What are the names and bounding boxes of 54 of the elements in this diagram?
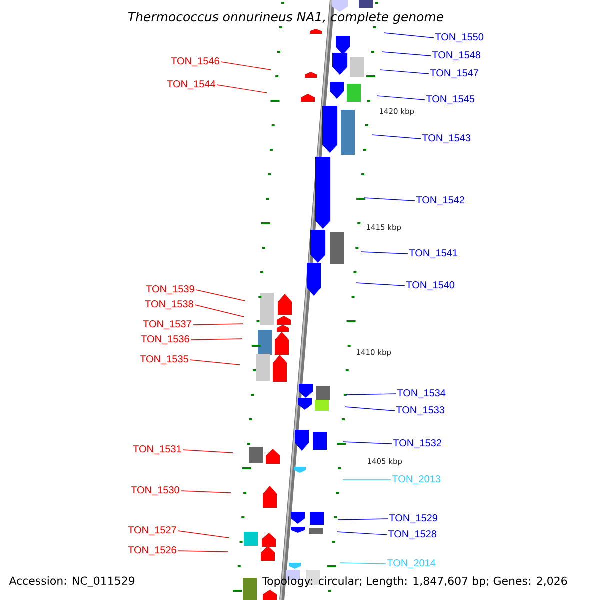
gene-label: TON_1550 xyxy=(435,34,484,42)
leader-line xyxy=(190,338,242,340)
gene-label: TON_1541 xyxy=(409,250,458,258)
gene-label: TON_1528 xyxy=(388,530,436,540)
leader-line xyxy=(376,96,426,100)
gene-label: TON_1530 xyxy=(131,486,180,496)
gene-label: TON_1540 xyxy=(406,282,455,290)
leader-line xyxy=(338,518,388,520)
leader-line xyxy=(356,282,406,286)
gene-label: TON_1526 xyxy=(128,546,176,556)
leader-line xyxy=(382,52,432,56)
leader-line xyxy=(190,360,240,366)
leader-line xyxy=(336,532,388,536)
leader-line xyxy=(194,304,244,318)
leader-line xyxy=(196,290,246,302)
gene-label: TON_1531 xyxy=(133,446,182,454)
leader-line xyxy=(178,530,230,538)
leader-line xyxy=(220,62,272,70)
leader-line xyxy=(178,550,228,552)
gene-label: TON_2013 xyxy=(392,476,440,484)
gene-label: TON_1537 xyxy=(143,320,192,330)
gene-label: TON_1546 xyxy=(171,58,220,66)
gene-label: TON_1547 xyxy=(430,70,478,78)
gene-label: TON_1536 xyxy=(141,336,190,344)
leader-line xyxy=(346,394,396,396)
gene-label: TON_1533 xyxy=(396,406,444,416)
gene-label: TON_2014 xyxy=(387,560,436,568)
gene-label: TON_1535 xyxy=(140,356,188,364)
leader-line xyxy=(340,562,386,564)
gene-label: TON_1548 xyxy=(432,52,480,60)
gene-label: TON_1542 xyxy=(416,196,464,206)
leader-line xyxy=(192,324,244,326)
gene-label: TON_1534 xyxy=(397,390,446,398)
title: Thermococcus onnurineus NA1, complete genome xyxy=(128,12,444,24)
leader-line xyxy=(364,198,416,202)
accession-text: Accession: NC_011529 xyxy=(9,576,135,588)
gene-label: TON_1529 xyxy=(389,514,438,524)
leader-line xyxy=(344,406,396,412)
gene-label: TON_1539 xyxy=(146,286,194,294)
leader-line xyxy=(372,134,422,140)
leader-line xyxy=(180,490,232,494)
gene-label: TON_1538 xyxy=(145,300,194,310)
leader-line xyxy=(182,450,234,454)
summary-text: Topology: circular; Length: 1,847,607 bp; Genes: 2,026 xyxy=(262,576,568,588)
gene-label: TON_1543 xyxy=(422,134,470,144)
leader-line xyxy=(380,70,430,74)
gene-label: TON_1544 xyxy=(167,80,216,90)
leader-line xyxy=(342,442,392,444)
gene-label: TON_1532 xyxy=(393,440,442,448)
leader-line xyxy=(384,32,434,38)
leader-line xyxy=(216,84,268,94)
gene-label: TON_1527 xyxy=(128,526,176,536)
gene-label: TON_1545 xyxy=(426,96,475,104)
leader-line xyxy=(360,252,408,254)
